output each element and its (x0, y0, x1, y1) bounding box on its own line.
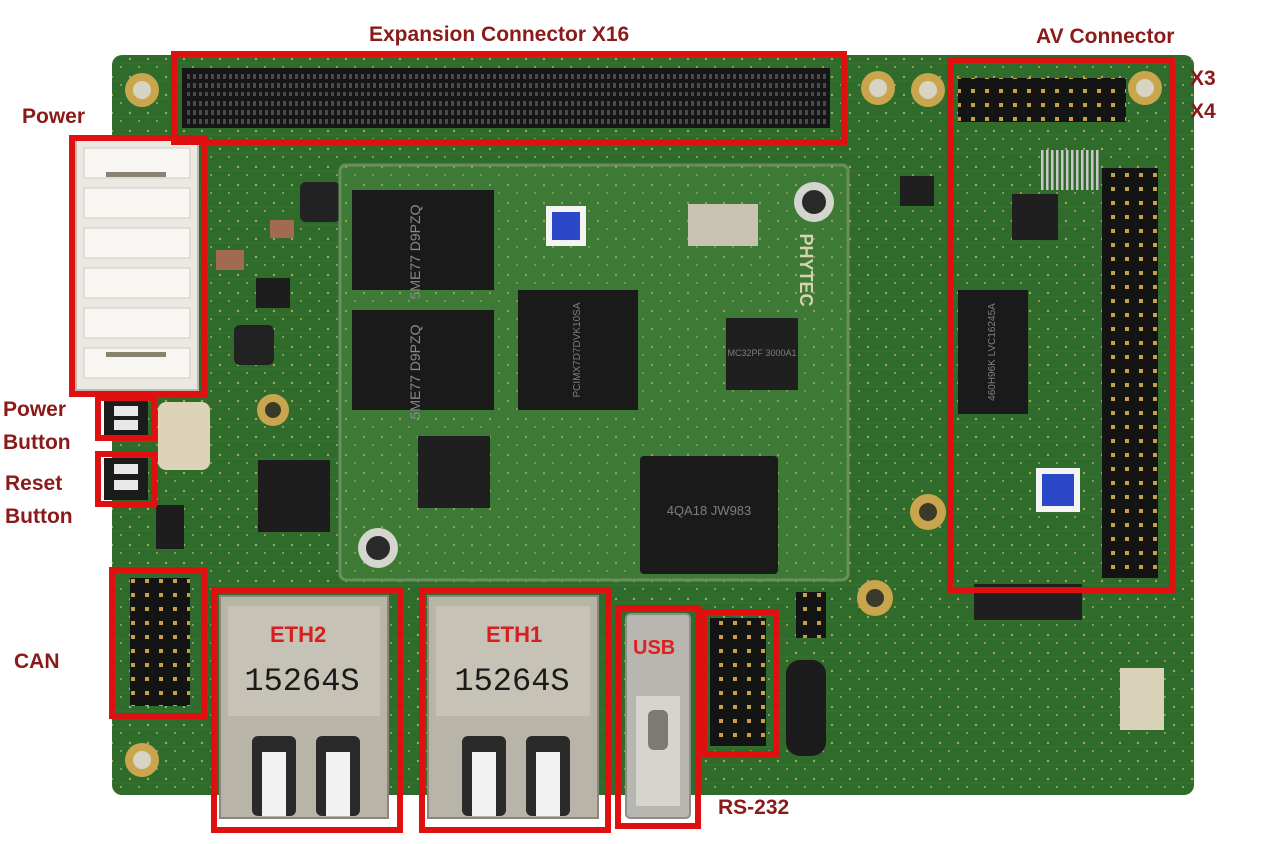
label-eth2: ETH2 (270, 622, 327, 647)
label-x4: X4 (1190, 100, 1216, 123)
label-av-connector: AV Connector (1036, 25, 1175, 48)
cpu-marking: PCIMX7D7DVK10SA (572, 302, 583, 397)
highlight-eth2 (211, 587, 403, 833)
highlight-av (947, 57, 1175, 593)
highlight-power-button (95, 395, 157, 441)
av-header-x3x4 (958, 78, 1126, 122)
pmic-marking: MC32PF 3000A1 (727, 348, 796, 358)
label-x3: X3 (1190, 67, 1216, 90)
av-transceiver-chip (958, 290, 1028, 414)
highlight-can (109, 567, 207, 719)
ram-chip-2 (352, 310, 494, 410)
epcos-component (158, 402, 210, 470)
av-header-vertical (1102, 168, 1158, 578)
cpu-chip (518, 290, 638, 410)
highlight-power (69, 135, 207, 397)
emmc-chip (640, 456, 778, 574)
label-eth1: ETH1 (486, 622, 543, 647)
label-reset-button: Reset Button (5, 472, 73, 528)
rj45-eth1 (427, 595, 599, 819)
rs232-header (710, 618, 766, 746)
label-power-button: Power Button (3, 398, 71, 454)
rj45-eth2-marking: 15264S (244, 663, 359, 700)
label-rs232: RS-232 (718, 796, 790, 819)
ram-chip-2-marking: 5ME77 D9PZQ (407, 324, 423, 419)
label-expansion-connector: Expansion Connector X16 (369, 23, 630, 46)
label-power: Power (22, 105, 86, 128)
rj45-eth2 (219, 595, 389, 819)
highlight-rs232 (701, 609, 779, 757)
ram-chip-1 (352, 190, 494, 290)
brand-marking: PHYTEC (796, 233, 816, 306)
transceiver-marking: 460H96K LVC16245A (987, 303, 998, 401)
highlight-usb (615, 605, 701, 829)
highlight-expansion (171, 51, 847, 145)
pmic-chip (726, 318, 798, 390)
emmc-marking: 4QA18 JW983 (667, 503, 752, 518)
highlight-eth1 (419, 587, 611, 833)
rj45-eth1-marking: 15264S (454, 663, 569, 700)
can-header (130, 578, 190, 706)
label-usb: USB (633, 637, 676, 659)
ram-chip-1-marking: 5ME77 D9PZQ (407, 204, 423, 299)
label-can: CAN (14, 650, 60, 673)
highlight-reset-button (95, 451, 157, 507)
